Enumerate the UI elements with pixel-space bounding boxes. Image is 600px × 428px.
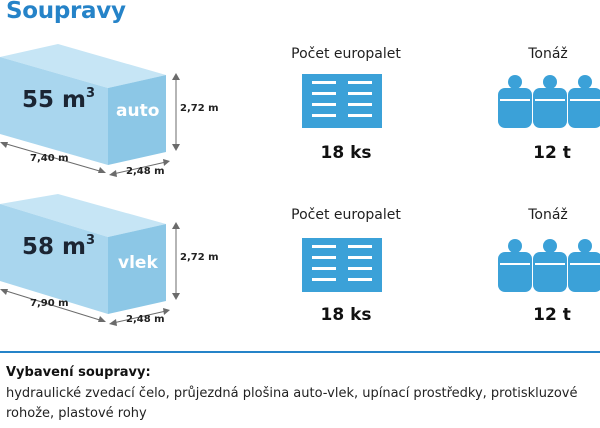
page-title: Soupravy	[6, 0, 126, 24]
equipment-text: hydraulické zvedací čelo, průjezdná ploš…	[6, 386, 578, 421]
width-dimension: 2,48 m	[126, 166, 165, 177]
length-dimension: 7,40 m	[30, 153, 69, 164]
pallets-value: 18 ks	[320, 143, 372, 163]
tonnage-label: Tonáž	[528, 46, 568, 62]
cargo-box-icon	[0, 44, 180, 177]
height-dimension: 2,72 m	[180, 103, 219, 114]
tonnage-value: 12 t	[533, 143, 571, 163]
pallets-label: Počet europalet	[291, 207, 401, 223]
cargo-box-icon	[0, 194, 180, 326]
height-dimension: 2,72 m	[180, 252, 219, 263]
tonnage-label: Tonáž	[528, 207, 568, 223]
volume-value: 58 m3	[22, 233, 96, 260]
weight-icon	[498, 239, 600, 292]
length-dimension: 7,90 m	[30, 298, 69, 309]
weight-icon	[498, 75, 600, 128]
vehicle-kind-label: auto	[116, 101, 160, 121]
volume-value: 55 m3	[22, 86, 96, 113]
tonnage-value: 12 t	[533, 305, 571, 325]
pallet-icon	[302, 74, 382, 128]
pallets-value: 18 ks	[320, 305, 372, 325]
section-divider	[0, 351, 600, 353]
vehicle-kind-label: vlek	[118, 253, 158, 273]
pallets-label: Počet europalet	[291, 46, 401, 62]
pallet-icon	[302, 238, 382, 292]
equipment-title: Vybavení soupravy:	[6, 365, 151, 380]
width-dimension: 2,48 m	[126, 314, 165, 325]
